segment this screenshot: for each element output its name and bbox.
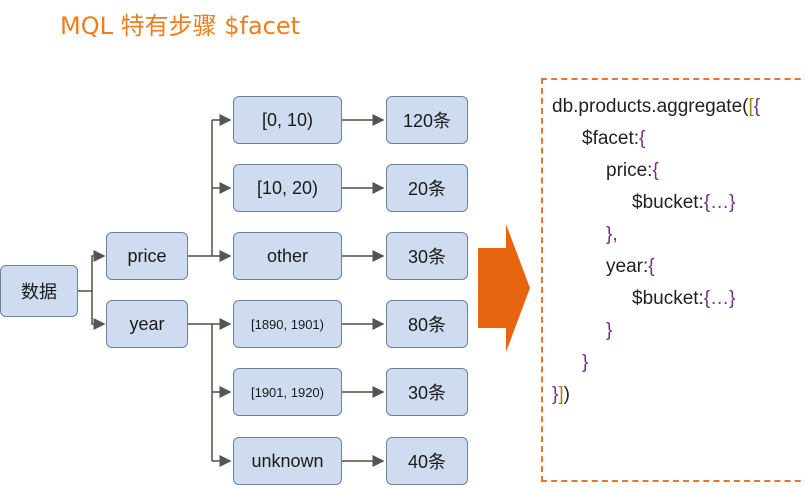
code-line-1: db.products.aggregate([{ — [552, 96, 760, 118]
code-token: { — [652, 160, 659, 181]
code-token: year: — [606, 256, 649, 277]
root-node: 数据 — [0, 265, 78, 317]
bucket-node: [1901, 1920) — [233, 368, 342, 416]
code-token: {…} — [703, 288, 736, 309]
code-line-5: }, — [606, 224, 618, 246]
code-token: {…} — [703, 192, 736, 213]
edge-root-price — [78, 250, 106, 292]
code-token: $bucket: — [632, 192, 704, 213]
code-line-9: } — [582, 352, 588, 374]
code-token: }, — [606, 224, 618, 245]
transform-arrow — [478, 224, 530, 352]
code-token: ) — [563, 384, 570, 405]
code-line-2: $facet:{ — [582, 128, 645, 150]
code-token: db — [552, 96, 574, 117]
code-token: { — [639, 128, 646, 149]
code-token: [ — [748, 96, 754, 117]
count-node: 20条 — [386, 164, 468, 212]
code-line-4: $bucket:{…} — [632, 192, 736, 214]
field-node-year: year — [106, 300, 188, 348]
code-token: } — [582, 352, 589, 373]
code-token: . — [573, 96, 579, 117]
count-node: 80条 — [386, 300, 468, 348]
edge-root-year — [91, 291, 106, 330]
code-line-7: $bucket:{…} — [632, 288, 736, 310]
count-node: 120条 — [386, 96, 468, 144]
code-token: { — [753, 96, 761, 117]
bucket-node: other — [233, 232, 342, 280]
bucket-node: [10, 20) — [233, 164, 342, 212]
code-line-6: year:{ — [606, 256, 655, 278]
count-node: 30条 — [386, 368, 468, 416]
bucket-node: [1890, 1901) — [233, 300, 342, 348]
bucket-node: unknown — [233, 437, 342, 485]
code-token: } — [606, 320, 613, 341]
code-token: ] — [558, 384, 564, 405]
code-token: } — [552, 384, 559, 405]
code-token: { — [648, 256, 655, 277]
code-line-8: } — [606, 320, 612, 342]
code-token: $bucket: — [632, 288, 704, 309]
code-line-3: price:{ — [606, 160, 659, 182]
code-line-10: }]) — [552, 384, 570, 406]
code-frame — [541, 78, 805, 482]
field-node-price: price — [106, 232, 188, 280]
code-token: $facet: — [582, 128, 640, 149]
bucket-node: [0, 10) — [233, 96, 342, 144]
count-node: 40条 — [386, 437, 468, 485]
code-token: products.aggregate( — [578, 96, 749, 117]
page-title: MQL 特有步骤 $facet — [60, 12, 301, 40]
count-node: 30条 — [386, 232, 468, 280]
code-token: price: — [606, 160, 653, 181]
